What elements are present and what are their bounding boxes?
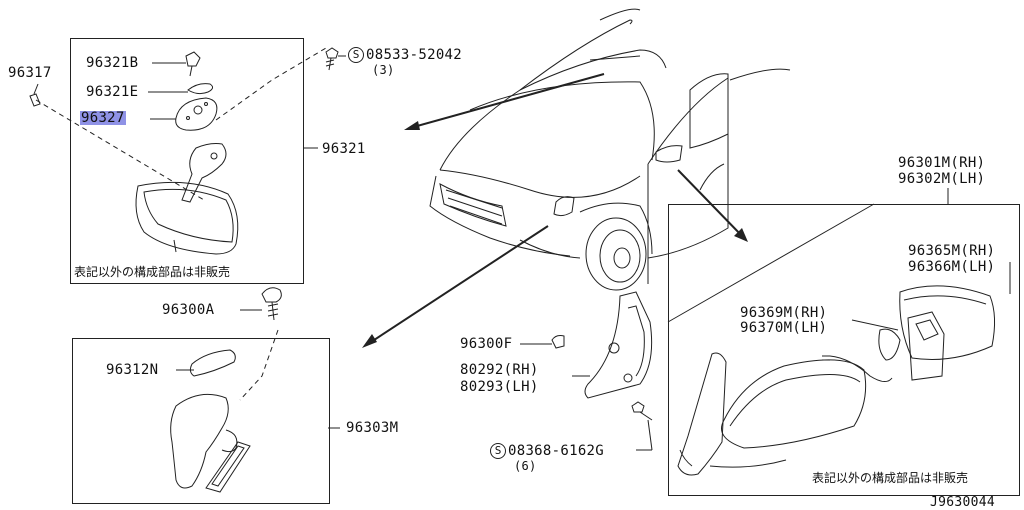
qty-label-08368: (6) — [514, 459, 537, 473]
vehicle-drawing — [429, 8, 791, 291]
part-label-96366M-lh[interactable]: 96366M(LH) — [908, 259, 996, 275]
inside-mirror-drawing — [29, 47, 327, 255]
corner-cover-drawing — [520, 291, 653, 451]
fender-mirror-box — [72, 338, 330, 504]
part-label-96370M-lh[interactable]: 96370M(LH) — [740, 320, 828, 336]
inside-mirror-box — [70, 38, 304, 284]
part-label-80292-rh[interactable]: 80292(RH) — [460, 362, 539, 378]
drawing-number: J9630044 — [930, 495, 996, 510]
part-label-96321B[interactable]: 96321B — [86, 55, 139, 71]
part-label-96302M-lh[interactable]: 96302M(LH) — [898, 171, 986, 187]
part-label-96327-highlighted[interactable]: 96327 — [80, 110, 126, 126]
non-sale-note-left: 表記以外の構成部品は非販売 — [74, 265, 231, 279]
part-label-80293-lh[interactable]: 80293(LH) — [460, 379, 539, 395]
part-label-96301M-rh[interactable]: 96301M(RH) — [898, 155, 986, 171]
part-label-96300F[interactable]: 96300F — [460, 336, 513, 352]
part-label-96317[interactable]: 96317 — [8, 65, 52, 81]
door-mirror-box — [668, 204, 1020, 496]
part-label-96312N[interactable]: 96312N — [106, 362, 159, 378]
part-label-96321[interactable]: 96321 — [322, 141, 366, 157]
screw-08533-drawing — [325, 47, 346, 71]
screw-symbol-icon: S — [490, 443, 506, 459]
non-sale-note-right: 表記以外の構成部品は非販売 — [812, 471, 969, 485]
fender-mirror-drawing — [170, 287, 340, 493]
screw-symbol-icon: S — [348, 47, 364, 63]
part-label-96321E[interactable]: 96321E — [86, 84, 139, 100]
part-label-96369M-rh[interactable]: 96369M(RH) — [740, 305, 828, 321]
part-label-96365M-rh[interactable]: 96365M(RH) — [908, 243, 996, 259]
part-label-08533-52042[interactable]: 08533-52042 — [366, 47, 463, 63]
qty-label-08533: (3) — [372, 63, 395, 77]
part-label-08368-6162G[interactable]: 08368-6162G — [508, 443, 605, 459]
part-label-96300A[interactable]: 96300A — [162, 302, 215, 318]
door-mirror-drawing — [667, 188, 1011, 476]
part-label-96303M[interactable]: 96303M — [346, 420, 399, 436]
